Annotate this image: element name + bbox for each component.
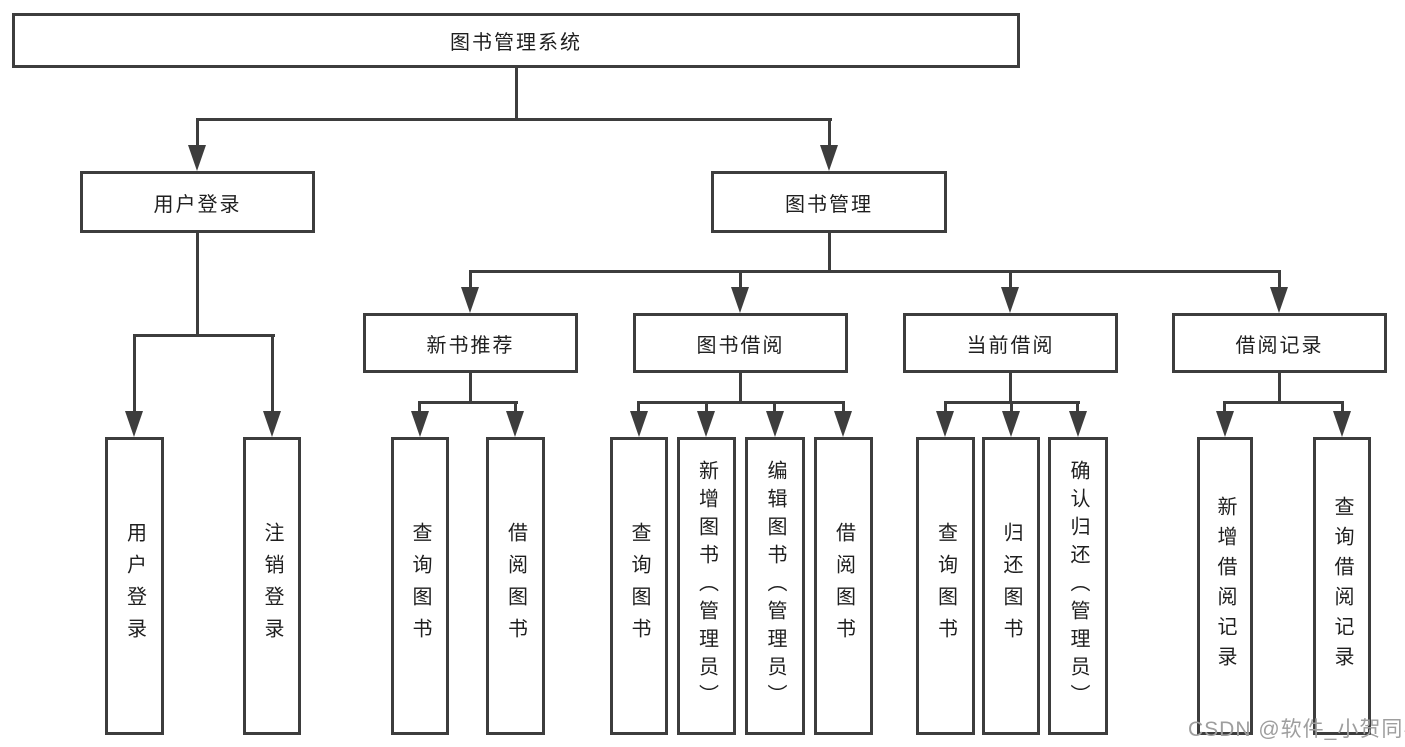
node-borrow-records: 借阅记录 — [1172, 313, 1387, 373]
leaf-confirm-return-admin: 确认归还（管理员） — [1048, 437, 1108, 735]
node-label: 确认归还（管理员） — [1067, 460, 1089, 712]
leaf-return-books: 归还图书 — [982, 437, 1040, 735]
node-label: 查询图书 — [409, 522, 431, 650]
leaf-logout: 注销登录 — [243, 437, 301, 735]
connector-drop — [514, 401, 517, 413]
leaf-query-books-newbook: 查询图书 — [391, 437, 449, 735]
connector-userlogin-horizontal — [133, 334, 275, 337]
connector-drop — [637, 401, 640, 413]
arrow-down-icon — [1002, 411, 1020, 437]
arrow-down-icon — [263, 411, 281, 437]
node-root-library-system: 图书管理系统 — [12, 13, 1020, 68]
arrow-down-icon — [1001, 287, 1019, 313]
arrow-down-icon — [461, 287, 479, 313]
connector-userlogin-vertical — [196, 233, 199, 337]
arrow-down-icon — [630, 411, 648, 437]
connector-newbook-vertical — [469, 373, 472, 404]
node-label: 编辑图书（管理员） — [764, 460, 786, 712]
node-label: 借阅记录 — [1235, 334, 1324, 357]
connector-drop — [418, 401, 421, 413]
connector-drop — [705, 401, 708, 413]
node-label: 图书管理 — [785, 193, 873, 216]
leaf-query-books-borrowing: 查询图书 — [610, 437, 668, 735]
connector-drop — [1341, 401, 1344, 413]
arrow-down-icon — [1069, 411, 1087, 437]
node-label: 归还图书 — [1000, 522, 1022, 650]
arrow-down-icon — [1270, 287, 1288, 313]
node-book-management: 图书管理 — [711, 171, 947, 233]
arrow-down-icon — [936, 411, 954, 437]
arrow-down-icon — [697, 411, 715, 437]
arrow-down-icon — [766, 411, 784, 437]
connector-newbook-horizontal — [418, 401, 518, 404]
node-label: 注销登录 — [261, 522, 283, 650]
node-label: 用户登录 — [123, 522, 146, 650]
node-label: 新书推荐 — [426, 334, 515, 357]
connector-drop — [469, 270, 472, 288]
leaf-edit-books-admin: 编辑图书（管理员） — [745, 437, 805, 735]
connector-drop — [1278, 270, 1281, 288]
arrow-down-icon — [1333, 411, 1351, 437]
node-book-borrowing: 图书借阅 — [633, 313, 848, 373]
connector-borrowing-vertical — [739, 373, 742, 404]
node-new-book-recommend: 新书推荐 — [363, 313, 578, 373]
arrow-down-icon — [506, 411, 524, 437]
node-label: 新增借阅记录 — [1214, 496, 1236, 676]
connector-drop — [1009, 270, 1012, 288]
node-user-login: 用户登录 — [80, 171, 315, 233]
connector-drop — [944, 401, 947, 413]
node-label: 查询图书 — [934, 522, 957, 650]
connector-borrowing-horizontal — [637, 401, 845, 404]
node-label: 借阅图书 — [832, 522, 855, 650]
node-current-borrowing: 当前借阅 — [903, 313, 1118, 373]
connector-drop — [1223, 401, 1226, 413]
arrow-down-icon — [834, 411, 852, 437]
node-label: 查询借阅记录 — [1331, 496, 1353, 676]
connector-drop — [739, 270, 742, 288]
leaf-borrow-books-borrowing: 借阅图书 — [814, 437, 873, 735]
connector-drop — [1010, 401, 1013, 413]
connector-bookmgmt-horizontal — [469, 270, 1281, 273]
connector-current-vertical — [1009, 373, 1012, 404]
node-label: 当前借阅 — [966, 334, 1055, 357]
node-label: 图书管理系统 — [450, 32, 582, 54]
arrow-down-icon — [820, 145, 838, 171]
arrow-down-icon — [1216, 411, 1234, 437]
arrow-down-icon — [125, 411, 143, 437]
connector-drop — [842, 401, 845, 413]
leaf-query-borrow-record: 查询借阅记录 — [1313, 437, 1371, 735]
connector-drop-user-login — [196, 118, 199, 150]
node-label: 用户登录 — [153, 193, 242, 216]
arrow-down-icon — [411, 411, 429, 437]
node-label: 借阅图书 — [504, 522, 527, 650]
arrow-down-icon — [188, 145, 206, 171]
node-label: 查询图书 — [628, 522, 650, 650]
leaf-add-borrow-record: 新增借阅记录 — [1197, 437, 1253, 735]
connector-root-horizontal — [196, 118, 832, 121]
node-label: 新增图书（管理员） — [695, 460, 718, 712]
connector-drop — [1076, 401, 1079, 413]
connector-drop — [271, 334, 274, 416]
connector-records-horizontal — [1223, 401, 1344, 404]
csdn-watermark: CSDN @软件_小贺同学 — [1188, 718, 1405, 741]
leaf-add-books-admin: 新增图书（管理员） — [677, 437, 736, 735]
node-label: 图书借阅 — [696, 334, 785, 357]
connector-root-vertical — [515, 67, 518, 121]
connector-bookmgmt-vertical — [828, 233, 831, 273]
leaf-query-books-current: 查询图书 — [916, 437, 975, 735]
leaf-borrow-books-newbook: 借阅图书 — [486, 437, 545, 735]
arrow-down-icon — [731, 287, 749, 313]
connector-drop — [133, 334, 136, 416]
leaf-user-login: 用户登录 — [105, 437, 164, 735]
connector-drop-book-mgmt — [828, 118, 831, 150]
connector-records-vertical — [1278, 373, 1281, 404]
connector-drop — [773, 401, 776, 413]
